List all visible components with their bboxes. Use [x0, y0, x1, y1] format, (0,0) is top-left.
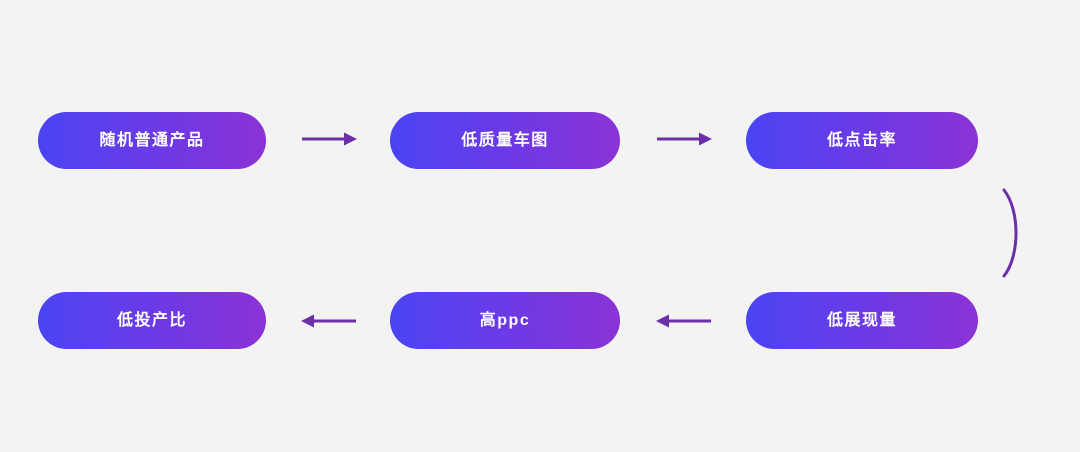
flow-node-label: 低展现量 — [826, 311, 897, 329]
flow-node-4[interactable]: 低展现量 — [746, 292, 978, 349]
arrow-left-icon — [656, 314, 711, 328]
flow-node-6[interactable]: 低投产比 — [38, 292, 266, 349]
flow-node-5[interactable]: 高ppc — [390, 292, 620, 349]
flow-node-3[interactable]: 低点击率 — [746, 112, 978, 169]
flow-node-label: 高ppc — [479, 311, 531, 329]
flow-node-2[interactable]: 低质量车图 — [390, 112, 620, 169]
flow-node-label: 低质量车图 — [461, 131, 549, 149]
flow-node-label: 随机普通产品 — [99, 131, 205, 149]
arrow-left-icon — [301, 314, 356, 328]
arrow-right-icon — [302, 132, 357, 146]
curved-connector-icon — [1002, 188, 1018, 278]
flow-node-label: 低投产比 — [116, 311, 187, 329]
flow-node-1[interactable]: 随机普通产品 — [38, 112, 266, 169]
flow-node-label: 低点击率 — [826, 131, 897, 149]
arrow-right-icon — [657, 132, 712, 146]
